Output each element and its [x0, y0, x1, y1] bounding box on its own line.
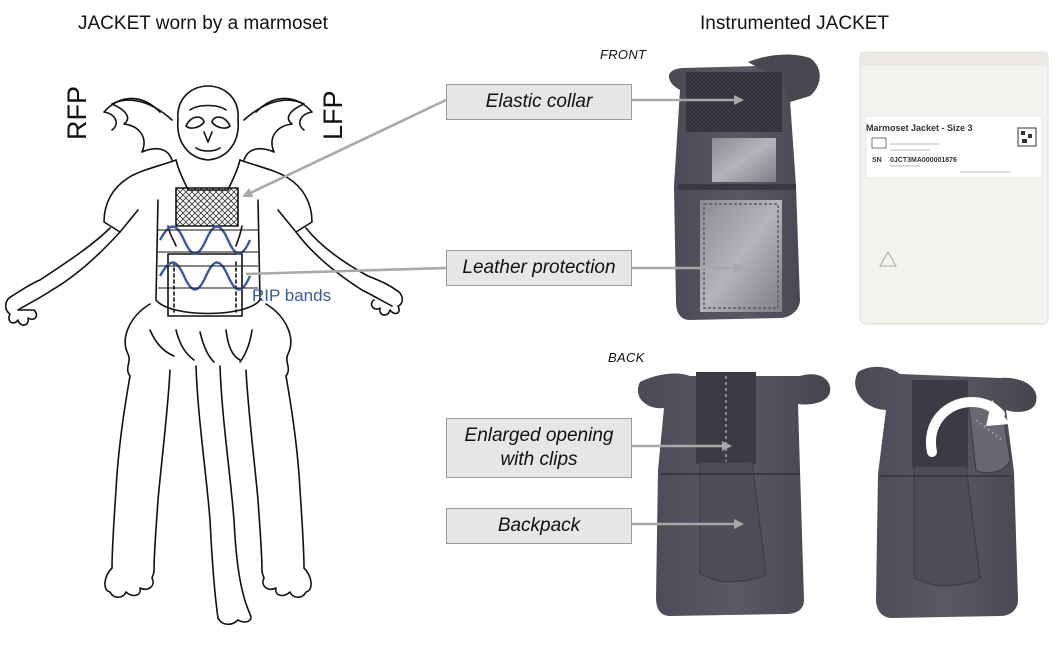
package-datamatrix: [1017, 127, 1037, 147]
open-direction-arrowhead: [986, 400, 1010, 426]
package-label: [865, 115, 1043, 179]
callout-backpack-text: Backpack: [497, 515, 581, 537]
rfp-label: RFP: [62, 86, 92, 140]
open-backpack: [913, 465, 981, 587]
front-jacket-sleeve: [748, 54, 820, 102]
jacket-pocket: [167, 253, 243, 317]
callout-leather-protection: Leather protection: [446, 250, 632, 286]
rip-band-borders: [158, 229, 258, 289]
jacket-mesh-collar: [175, 187, 239, 227]
rip-band-lower: [158, 261, 252, 291]
left-hip-fur: [124, 303, 151, 377]
left-leg-inner: [153, 369, 171, 573]
back-view-label: BACK: [608, 350, 645, 365]
callout-leather-protection-text: Leather protection: [462, 257, 616, 279]
tail-tip: [217, 617, 239, 626]
package-title: Marmoset Jacket - Size 3: [866, 123, 973, 133]
package-label-icon: [871, 137, 887, 149]
left-sleeve: [103, 159, 177, 233]
package-small-print: [890, 143, 1010, 173]
brow: [189, 104, 227, 111]
left-hand: [4, 295, 38, 326]
tail-left-edge: [195, 365, 219, 619]
rip-bands-label: RIP bands: [252, 286, 332, 305]
front-lower-leather-patch: [700, 200, 782, 312]
callout-backpack: Backpack: [446, 508, 632, 544]
right-sleeve: [239, 159, 313, 233]
belly-fur: [149, 329, 253, 363]
right-leg-outer: [285, 375, 305, 569]
front-upper-leather-patch: [712, 138, 776, 182]
right-panel-title: Instrumented JACKET: [700, 13, 890, 34]
tail-right-edge: [219, 365, 252, 623]
collar-line: [175, 159, 241, 191]
jacket-pocket-stitching: [173, 261, 237, 313]
left-eye: [185, 116, 205, 129]
package-pouch: [859, 51, 1049, 325]
front-jacket-photo: [668, 54, 820, 320]
left-ear-tuft-strands: [103, 97, 161, 131]
line-leather-drawing: [245, 266, 447, 276]
right-hand: [370, 289, 404, 316]
package-sn-label: SN: [872, 157, 882, 164]
left-panel-title: JACKET worn by a marmoset: [78, 13, 328, 34]
left-foot: [104, 567, 155, 599]
jacket-torso: [155, 199, 261, 315]
callout-enlarged-opening-line1: Enlarged opening: [464, 425, 614, 447]
arrow-collar-drawing: [242, 98, 447, 198]
right-hip-fur: [265, 303, 292, 377]
right-ear-tuft-strands: [255, 97, 313, 131]
lfp-label: LFP: [318, 90, 348, 140]
left-ear-tuft: [111, 99, 173, 161]
head: [177, 85, 239, 161]
marmoset-drawing: [4, 85, 404, 626]
front-patch-stitching: [703, 203, 779, 309]
front-mesh-collar: [686, 72, 782, 132]
back-backpack: [699, 461, 767, 583]
package-photo: [859, 51, 1049, 325]
callout-arrows: [242, 95, 744, 529]
callout-enlarged-opening-line2: with clips: [500, 449, 578, 470]
left-arm-lower: [17, 231, 121, 311]
package-seal-strip: [860, 52, 1048, 66]
right-arm-lower: [295, 231, 393, 307]
recycle-icon: [879, 250, 897, 267]
callout-elastic-collar: Elastic collar: [446, 84, 632, 120]
front-view-label: FRONT: [600, 47, 647, 62]
back-jacket-photo-open: [855, 366, 1037, 618]
package-serial: 0JCT3MA000001876: [890, 157, 957, 164]
open-flap-clips: [975, 419, 1003, 441]
right-eye: [211, 116, 231, 129]
back-jacket-photo-closed: [637, 372, 831, 616]
left-leg-outer: [111, 375, 131, 569]
right-ear-tuft: [243, 99, 305, 161]
rip-band-upper: [158, 225, 252, 255]
right-foot: [261, 567, 312, 599]
front-pocket-seam: [678, 184, 796, 190]
nose: [203, 131, 213, 143]
package-datamatrix-dots: [1021, 131, 1032, 143]
left-arm-upper: [11, 227, 111, 297]
callout-enlarged-opening: Enlarged opening with clips: [446, 418, 632, 478]
callout-elastic-collar-text: Elastic collar: [485, 91, 593, 113]
mouth: [195, 147, 221, 152]
right-leg-inner: [245, 369, 263, 573]
right-arm-upper: [305, 227, 397, 291]
